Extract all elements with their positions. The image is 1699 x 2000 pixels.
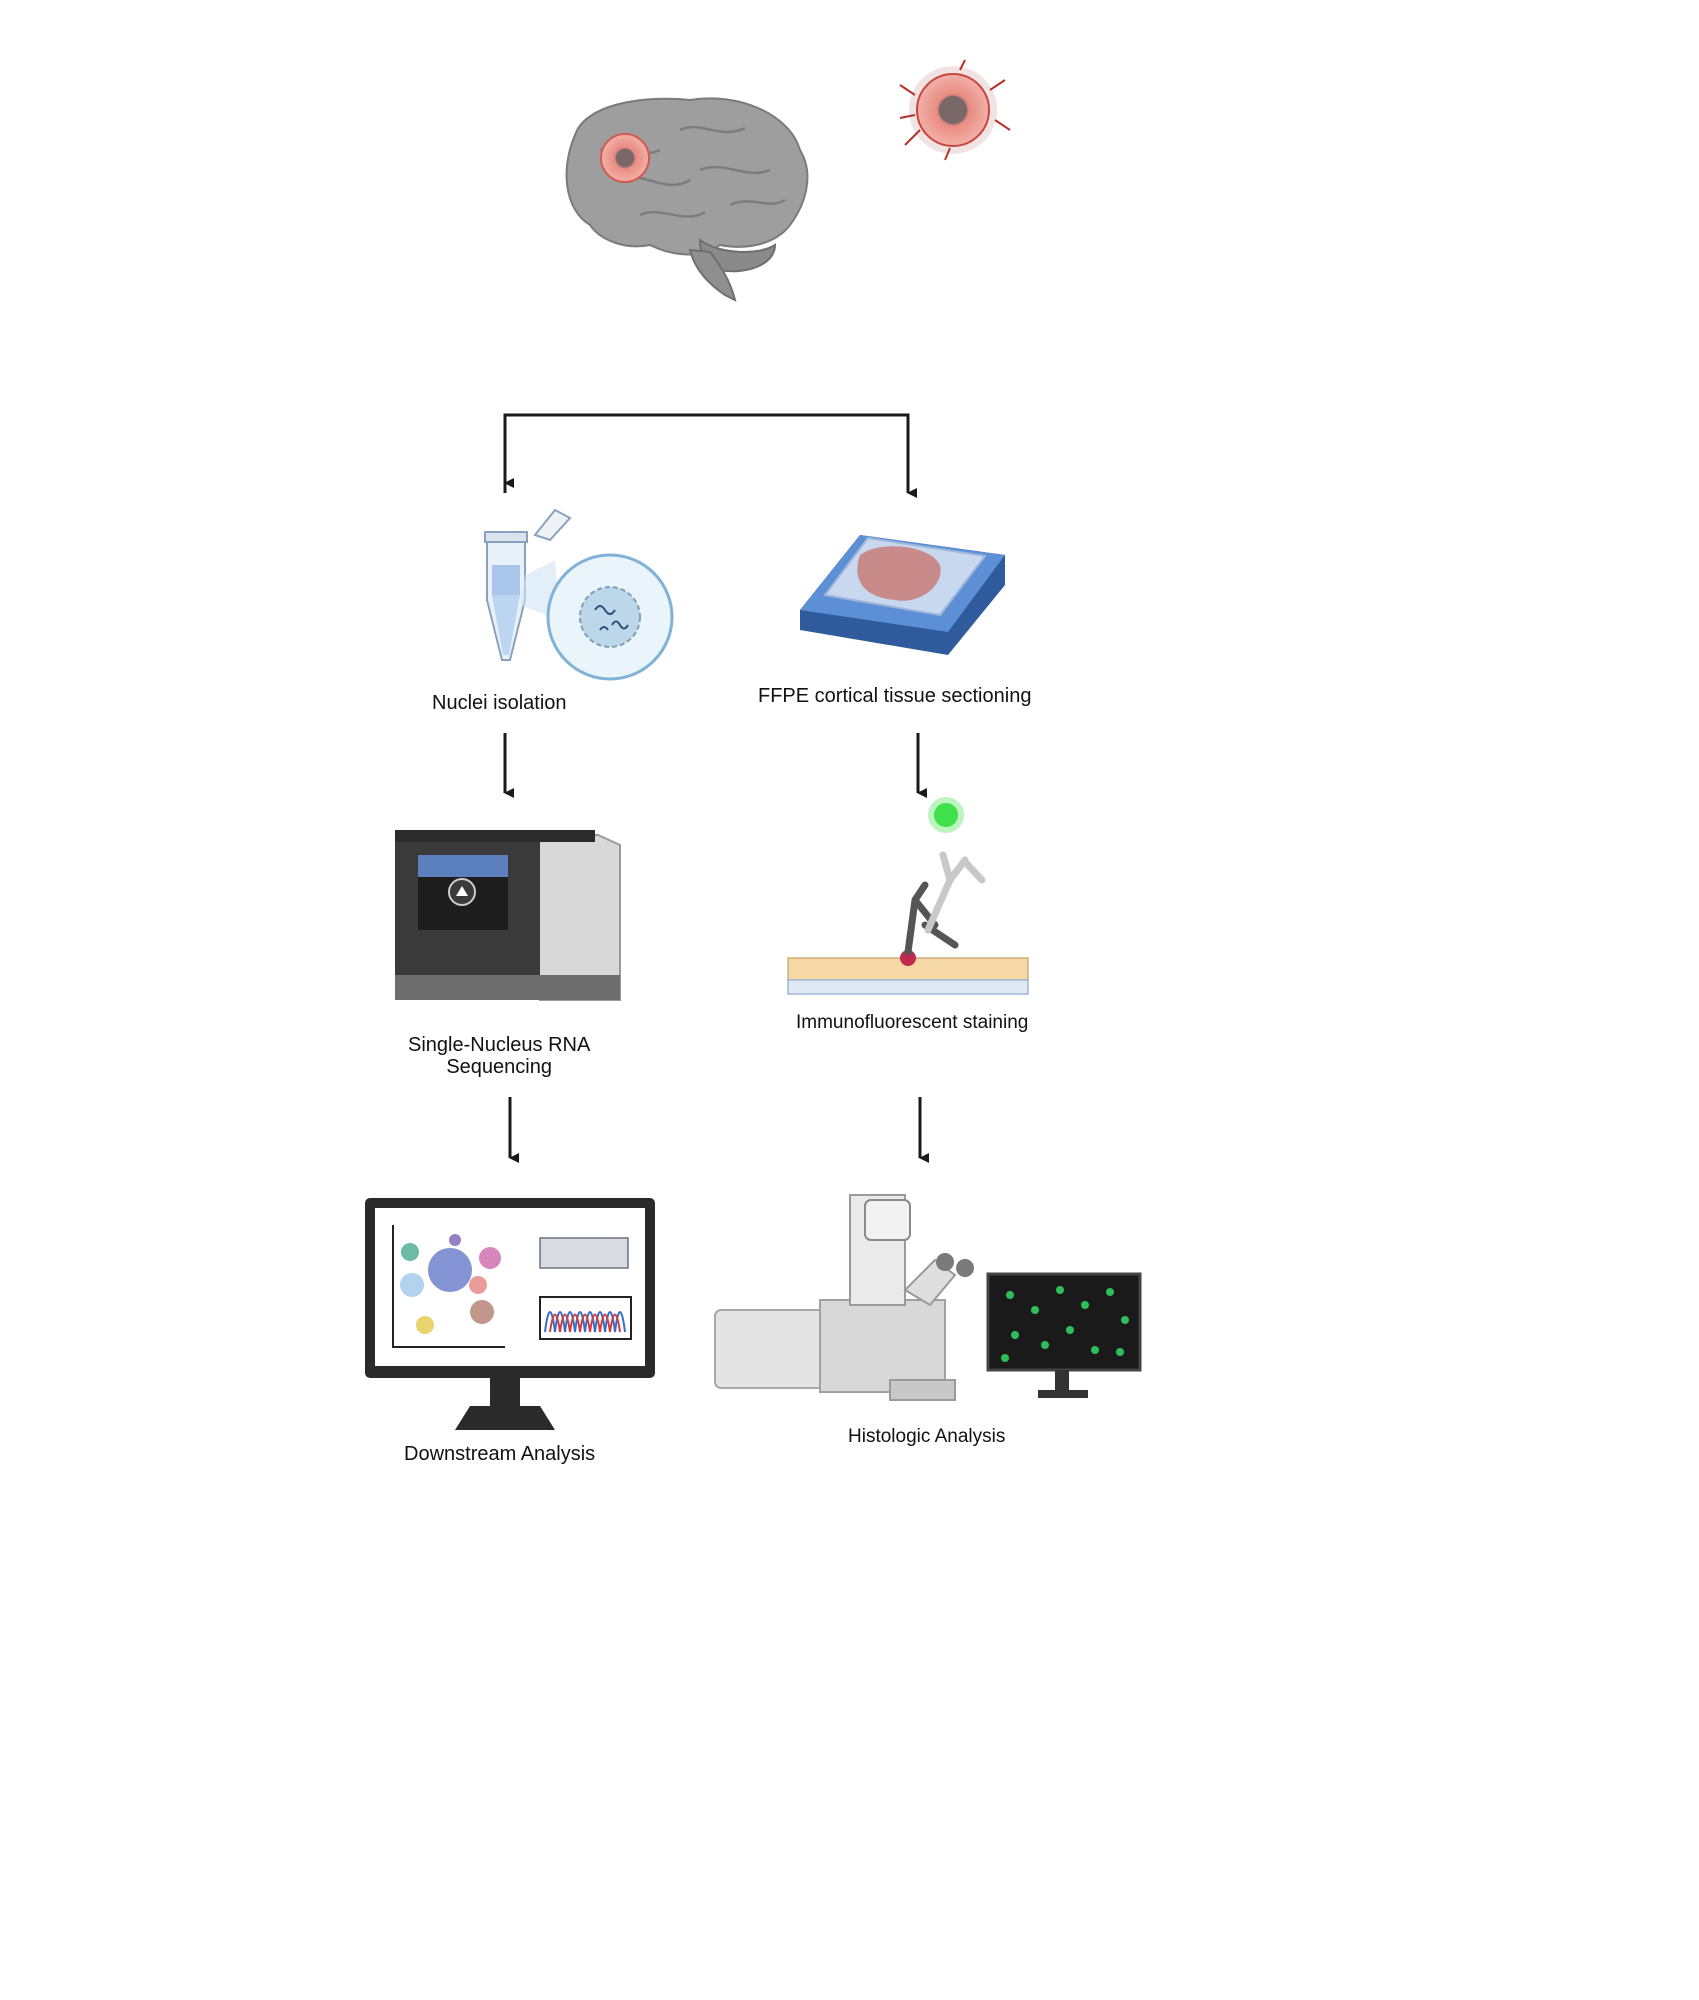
antibody-staining-icon xyxy=(787,797,1029,995)
ffpe-sectioning-label: FFPE cortical tissue sectioning xyxy=(758,685,1032,707)
snrna-seq-label-line2: Sequencing xyxy=(446,1056,552,1078)
microcentrifuge-tube-icon xyxy=(484,508,674,681)
nuclei-isolation-label: Nuclei isolation xyxy=(432,692,567,714)
immunofluorescent-label: Immunofluorescent staining xyxy=(796,1012,1029,1033)
brain-with-tumor-icon xyxy=(565,97,809,302)
fluorescence-monitor-icon xyxy=(986,1272,1142,1398)
sequencer-icon xyxy=(395,830,621,1001)
analysis-monitor-icon xyxy=(365,1198,655,1430)
split-arrow xyxy=(503,413,917,498)
snrna-seq-label-line1: Single-Nucleus RNA xyxy=(408,1034,591,1056)
microscope-icon xyxy=(714,1194,974,1401)
umap-clusters xyxy=(400,1234,501,1334)
tumor-icon xyxy=(899,59,1011,161)
snrna-seq-label: Single-Nucleus RNA Sequencing xyxy=(408,1034,590,1078)
downstream-analysis-label: Downstream Analysis xyxy=(404,1443,596,1465)
histologic-analysis-label: Histologic Analysis xyxy=(848,1426,1006,1447)
tissue-slide-icon xyxy=(800,535,1005,655)
